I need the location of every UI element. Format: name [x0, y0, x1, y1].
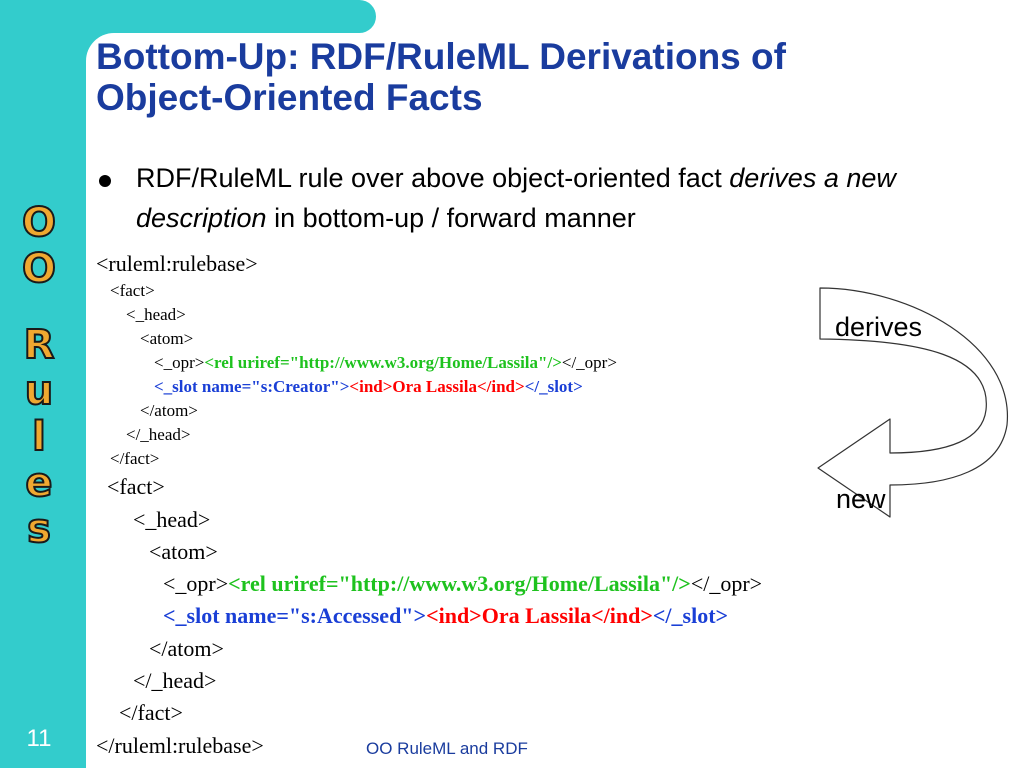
code-fact1-atom-open: <atom>	[140, 329, 194, 348]
code-fact1-close: </fact>	[110, 449, 160, 468]
top-accent-bar	[0, 0, 376, 33]
slide-title-line2: Object-Oriented Facts	[96, 77, 483, 118]
vertical-letter: O	[21, 199, 57, 247]
vertical-letter: R	[23, 321, 56, 369]
code-fact1-slot-line: <_slot name="s:Creator"><ind>Ora Lassila…	[154, 377, 583, 397]
vertical-letter: O	[21, 245, 57, 293]
code-fact1-open: <fact>	[110, 281, 155, 300]
code-fact2-rel: <rel uriref="http://www.w3.org/Home/Lass…	[228, 571, 691, 596]
bullet-text-italic: derives a new description	[136, 163, 896, 233]
code-fact1-opr-line: <_opr><rel uriref="http://www.w3.org/Hom…	[154, 353, 617, 373]
slide-number: 11	[26, 725, 52, 752]
vertical-title: O O R u l e s	[4, 199, 74, 553]
code-fact1-atom-close: </atom>	[140, 401, 198, 420]
code-fact2-slot-line: <_slot name="s:Accessed"><ind>Ora Lassil…	[163, 603, 728, 629]
code-rulebase-close: </ruleml:rulebase>	[96, 733, 264, 758]
code-fact1-opr-open: <_opr>	[154, 353, 205, 372]
code-fact1-slot-close: </_slot>	[524, 377, 583, 396]
code-fact2-atom-close: </atom>	[149, 636, 224, 661]
vertical-letter: u	[24, 367, 55, 415]
curved-arrow-icon	[817, 287, 1008, 518]
bullet-point: RDF/RuleML rule over above object-orient…	[96, 158, 1006, 238]
code-fact1-head-open: <_head>	[126, 305, 186, 324]
code-fact2-head-open: <_head>	[133, 507, 211, 532]
slide-title: Bottom-Up: RDF/RuleML Derivations of Obj…	[96, 36, 996, 118]
bullet-dot-icon	[99, 175, 111, 187]
code-fact2-opr-open: <_opr>	[163, 571, 229, 596]
code-fact2-opr-close: </_opr>	[690, 571, 763, 596]
footer-text: OO RuleML and RDF	[366, 739, 528, 758]
code-fact1-head-close: </_head>	[126, 425, 191, 444]
code-fact1-slot-open: <_slot name="s:Creator">	[154, 377, 350, 396]
arrow-label-derives: derives	[835, 312, 923, 342]
vertical-letter: e	[24, 459, 53, 507]
code-fact2-opr-line: <_opr><rel uriref="http://www.w3.org/Hom…	[163, 571, 762, 597]
code-fact2-open: <fact>	[107, 474, 165, 499]
code-fact2-atom-open: <atom>	[149, 539, 218, 564]
code-fact1-ind: <ind>Ora Lassila</ind>	[349, 377, 525, 396]
code-fact2-head-close: </_head>	[133, 668, 217, 693]
code-fact2-ind: <ind>Ora Lassila</ind>	[426, 603, 653, 628]
code-fact2-slot-close: </_slot>	[652, 603, 729, 628]
arrow-label-new: new	[836, 484, 886, 514]
vertical-letter: l	[31, 413, 47, 461]
vertical-letter: s	[26, 505, 52, 553]
code-fact1-opr-close: </_opr>	[561, 353, 617, 372]
code-fact2-slot-open: <_slot name="s:Accessed">	[163, 603, 427, 628]
left-accent-bar	[0, 0, 86, 768]
bullet-text-after: in bottom-up / forward manner	[266, 203, 636, 233]
code-fact1-rel: <rel uriref="http://www.w3.org/Home/Lass…	[204, 353, 562, 372]
bullet-text-before: RDF/RuleML rule over above object-orient…	[136, 163, 730, 193]
code-rulebase-open: <ruleml:rulebase>	[96, 251, 258, 276]
code-fact2-close: </fact>	[119, 700, 183, 725]
slide-title-line1: Bottom-Up: RDF/RuleML Derivations of	[96, 36, 786, 77]
bullet-text: RDF/RuleML rule over above object-orient…	[136, 158, 1006, 238]
